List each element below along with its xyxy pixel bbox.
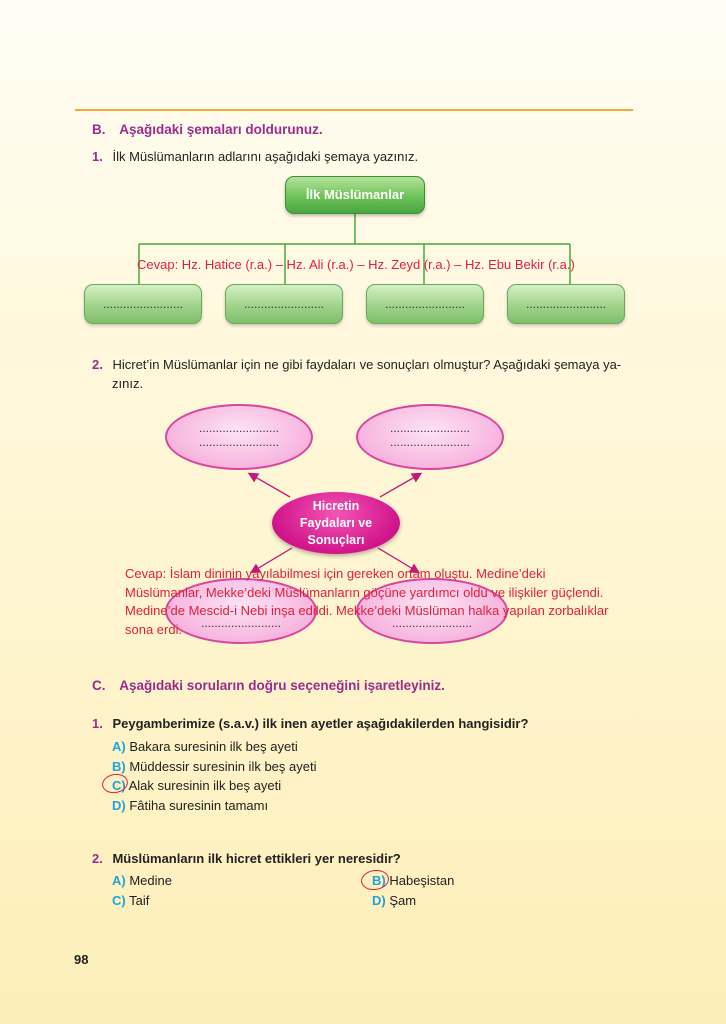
b-q1-number: 1. — [92, 149, 103, 164]
b-q1-text: 1. İlk Müslümanların adlarını aşağıdaki … — [92, 149, 418, 164]
b-q2-line2: zınız. — [112, 376, 144, 391]
b-q2-line1: Hicret’in Müslümanlar için ne gibi fayda… — [112, 357, 622, 372]
diagram1-blank-3: ........................ — [366, 284, 484, 324]
c-q2-option-d[interactable]: D) Şam — [372, 892, 417, 908]
c-q2-option-b[interactable]: B) Habeşistan — [372, 873, 455, 888]
c-q1-number: 1. — [92, 716, 103, 731]
diagram2-arrows — [247, 472, 423, 574]
diagram1-root-label: İlk Müslümanlar — [305, 187, 405, 202]
c-q2-options-right: B) Habeşistan D) Şam — [372, 871, 454, 910]
section-b-letter: B. — [92, 122, 106, 137]
section-c-heading: C. Aşağıdaki soruların doğru seçeneğini … — [92, 678, 445, 693]
diagram2-center-ellipse: Hicretin Faydaları ve Sonuçları — [272, 492, 400, 554]
b-q2-answer: Cevap: İslam dininin yayılabilmesi için … — [125, 566, 609, 637]
section-c-title: Aşağıdaki soruların doğru seçeneğini işa… — [119, 678, 445, 693]
c-q2-option-a[interactable]: A) Medine — [112, 873, 172, 888]
section-b-title: Aşağıdaki şemaları doldurunuz. — [119, 122, 323, 137]
b-q1-answer: Cevap: Hz. Hatice (r.a.) – Hz. Ali (r.a.… — [137, 257, 575, 272]
c-q2-options-left: A) Medine C) Taif — [112, 871, 172, 910]
b-q1-label: İlk Müslümanların adlarını aşağıdaki şem… — [112, 149, 419, 164]
diagram1-blank-4: ........................ — [507, 284, 625, 324]
c-q2-label: Müslümanların ilk hicret ettikleri yer n… — [112, 851, 401, 866]
diagram1-blank-1: ........................ — [84, 284, 202, 324]
diagram1-connectors — [138, 213, 571, 286]
b-q2-text: 2. Hicret’in Müslümanlar için ne gibi fa… — [92, 355, 642, 393]
diagram2-ellipse-top-left: ........................ ...............… — [165, 404, 313, 470]
diagram2-ellipse-bottom-right: ........................ — [356, 578, 508, 644]
c-q1-option-a[interactable]: A) Bakara suresinin ilk beş ayeti — [112, 739, 298, 754]
c-q1-options: A) Bakara suresinin ilk beş ayeti B) Müd… — [112, 737, 316, 815]
diagram1-root-box: İlk Müslümanlar — [285, 176, 425, 214]
b-q2-number: 2. — [92, 357, 103, 372]
c-q1-option-b[interactable]: B) Müddessir suresinin ilk beş ayeti — [112, 758, 317, 774]
diagram1-blank-2: ........................ — [225, 284, 343, 324]
c-q1-option-d[interactable]: D) Fâtiha suresinin tamamı — [112, 797, 269, 813]
diagram2-ellipse-top-right: ........................ ...............… — [356, 404, 504, 470]
c-q1-option-c[interactable]: C) Alak suresinin ilk beş ayeti — [112, 778, 282, 793]
section-c-letter: C. — [92, 678, 106, 693]
c-q1-label: Peygamberimize (s.a.v.) ilk inen ayetler… — [112, 716, 529, 731]
c-q2-option-c[interactable]: C) Taif — [112, 892, 150, 908]
diagram2-ellipse-bottom-left: ........................ — [165, 578, 317, 644]
c-q1-text: 1. Peygamberimize (s.a.v.) ilk inen ayet… — [92, 716, 528, 731]
section-b-heading: B. Aşağıdaki şemaları doldurunuz. — [92, 122, 323, 137]
c-q2-text: 2. Müslümanların ilk hicret ettikleri ye… — [92, 851, 401, 866]
top-rule — [75, 109, 633, 111]
page-number: 98 — [74, 952, 89, 967]
c-q2-number: 2. — [92, 851, 103, 866]
